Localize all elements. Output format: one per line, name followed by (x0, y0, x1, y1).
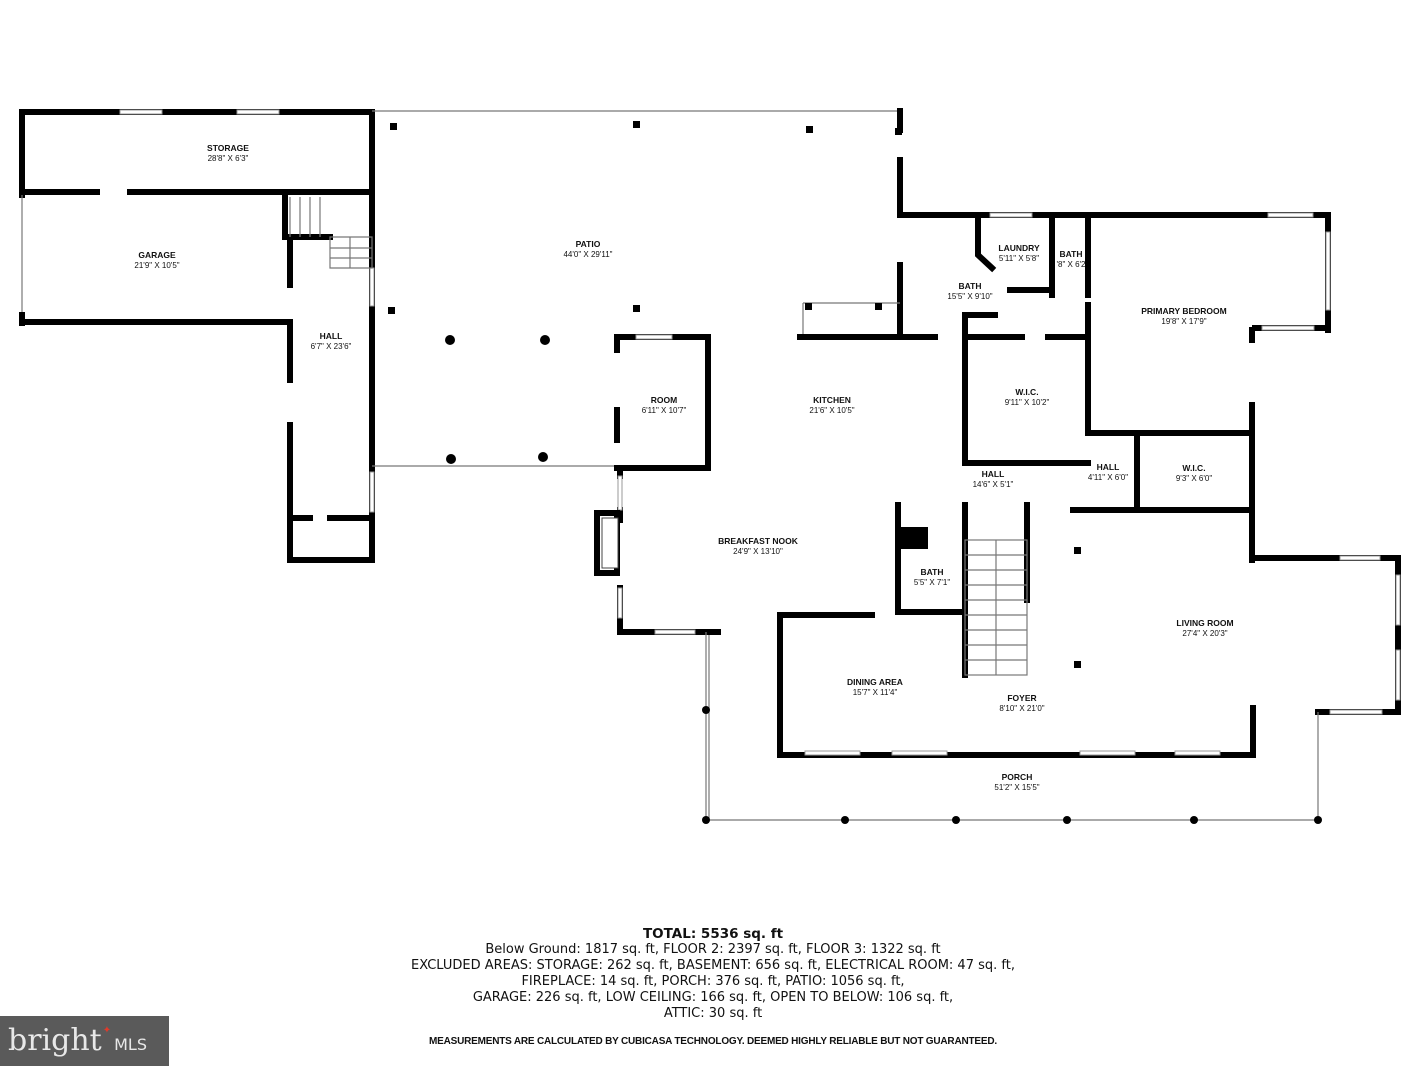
room-name: LIVING ROOM (1176, 618, 1233, 628)
room-dims: 9'11" X 10'2" (1005, 398, 1050, 407)
walls (19, 108, 1401, 824)
room-dims: 14'6" X 5'1" (973, 480, 1014, 489)
summary-line: EXCLUDED AREAS: STORAGE: 262 sq. ft, BAS… (411, 958, 1015, 973)
room-name: STORAGE (207, 143, 249, 153)
room-name: PATIO (576, 239, 601, 249)
room-name: HALL (320, 331, 343, 341)
room-dims: 24'9" X 13'10" (733, 547, 783, 556)
room-name: GARAGE (138, 250, 176, 260)
room-name: ROOM (651, 395, 677, 405)
area-summary: TOTAL: 5536 sq. ft Below Ground: 1817 sq… (0, 926, 1426, 1022)
room-dims: 51'2" X 15'5" (994, 783, 1039, 792)
room-dims: 21'9" X 10'5" (134, 261, 179, 270)
porch-posts (702, 706, 1322, 824)
summary-line: Below Ground: 1817 sq. ft, FLOOR 2: 2397… (485, 942, 941, 957)
room-dims: 4'11" X 6'0" (1088, 473, 1128, 482)
room-name: KITCHEN (813, 395, 851, 405)
room-name: BREAKFAST NOOK (718, 536, 799, 546)
total-area: TOTAL: 5536 sq. ft (642, 926, 784, 942)
room-name: PORCH (1002, 772, 1033, 782)
room-dims: 15'5" X 9'10" (947, 292, 992, 301)
room-dims: 28'8" X 6'3" (208, 154, 249, 163)
bright-mls-logo: bright ✦ MLS (0, 1016, 169, 1066)
room-name: DINING AREA (847, 677, 903, 687)
room-dims: 8'10" X 21'0" (999, 704, 1044, 713)
room-labels: STORAGE 28'8" X 6'3" GARAGE 21'9" X 10'5… (134, 143, 1233, 792)
room-dims: 44'0" X 29'11" (563, 250, 612, 259)
room-dims: '8" X 6'2 (1056, 260, 1086, 269)
summary-line: GARAGE: 226 sq. ft, LOW CEILING: 166 sq.… (472, 990, 954, 1005)
room-name: BATH (921, 567, 944, 577)
patio-posts (388, 121, 902, 464)
disclaimer: MEASUREMENTS ARE CALCULATED BY CUBICASA … (429, 1036, 997, 1047)
room-name: BATH (1060, 249, 1083, 259)
room-dims: 9'3" X 6'0" (1176, 474, 1212, 483)
logo-brand: bright (8, 1023, 102, 1058)
room-dims: 6'7" X 23'6" (311, 342, 352, 351)
room-dims: 5'11" X 5'8" (999, 254, 1039, 263)
logo-star-icon: ✦ (102, 1025, 112, 1036)
room-dims: 5'5" X 7'1" (914, 578, 950, 587)
summary-line: ATTIC: 30 sq. ft (663, 1006, 763, 1021)
room-dims: 15'7" X 11'4" (853, 688, 898, 697)
room-name: W.I.C. (1182, 463, 1205, 473)
room-dims: 21'6" X 10'5" (809, 406, 854, 415)
room-name: HALL (982, 469, 1005, 479)
room-name: LAUNDRY (998, 243, 1040, 253)
summary-line: FIREPLACE: 14 sq. ft, PORCH: 376 sq. ft,… (521, 974, 905, 989)
room-dims: 27'4" X 20'3" (1182, 629, 1227, 638)
room-name: BATH (959, 281, 982, 291)
room-dims: 6'11" X 10'7" (642, 406, 687, 415)
room-name: FOYER (1007, 693, 1036, 703)
room-name: HALL (1097, 462, 1120, 472)
logo-suffix: MLS (114, 1035, 147, 1054)
room-name: PRIMARY BEDROOM (1141, 306, 1226, 316)
floor-plan: STORAGE 28'8" X 6'3" GARAGE 21'9" X 10'5… (19, 108, 1401, 824)
room-name: W.I.C. (1015, 387, 1038, 397)
room-dims: 19'8" X 17'9" (1161, 317, 1206, 326)
